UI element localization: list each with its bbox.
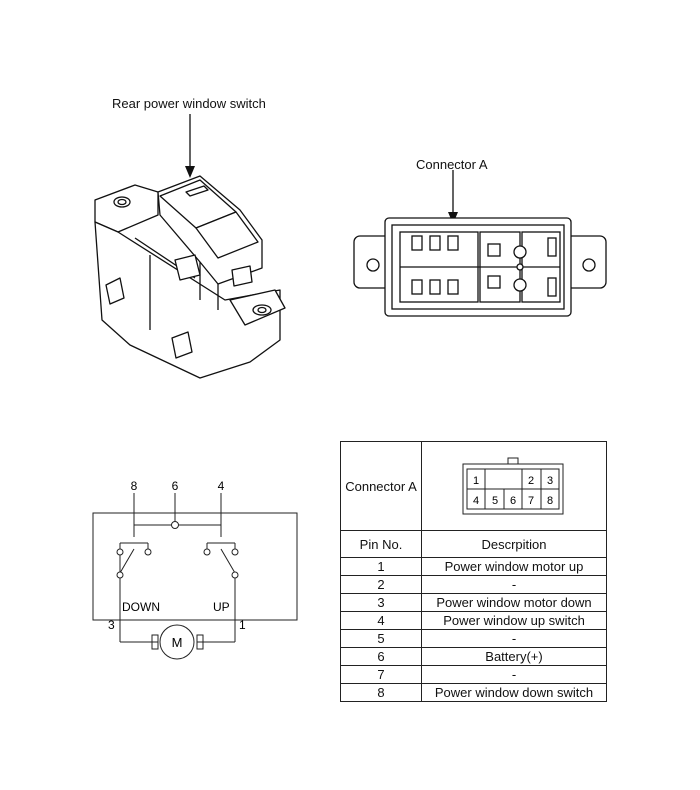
pin-table: Connector A 1 2 3 4 5 6 7 8 Pi — [340, 441, 607, 702]
pin-cell: 6 — [340, 647, 422, 666]
desc-cell: Power window down switch — [421, 683, 607, 702]
pin-8-label: 8 — [131, 479, 138, 493]
table-row: 3 Power window motor down — [340, 593, 607, 612]
desc-cell: - — [421, 665, 607, 684]
table-row: 6 Battery(+) — [340, 647, 607, 666]
table-row: 1 Power window motor up — [340, 557, 607, 576]
up-label: UP — [213, 600, 230, 614]
connector-label: Connector A — [416, 157, 488, 172]
conn-pin-6: 6 — [510, 495, 516, 507]
connector-face: 1 2 3 4 5 6 7 8 — [421, 441, 607, 531]
conn-pin-2: 2 — [528, 475, 534, 487]
pin-cell: 3 — [340, 593, 422, 612]
table-row: 7 - — [340, 665, 607, 684]
pin-cell: 7 — [340, 665, 422, 684]
conn-pin-8: 8 — [547, 495, 553, 507]
table-connector-label: Connector A — [340, 441, 422, 531]
desc-cell: Battery(+) — [421, 647, 607, 666]
desc-cell: - — [421, 629, 607, 648]
conn-pin-3: 3 — [547, 475, 553, 487]
pin-cell: 2 — [340, 575, 422, 594]
table-row: 5 - — [340, 629, 607, 648]
pin-cell: 8 — [340, 683, 422, 702]
table-row: 2 - — [340, 575, 607, 594]
conn-pin-4: 4 — [473, 495, 479, 507]
motor-label: M — [172, 635, 183, 650]
down-label: DOWN — [122, 600, 160, 614]
conn-pin-5: 5 — [492, 495, 498, 507]
pin-3-label: 3 — [108, 618, 115, 632]
pin-cell: 5 — [340, 629, 422, 648]
pin-1-label: 1 — [239, 618, 246, 632]
pin-6-label: 6 — [172, 479, 179, 493]
conn-pin-7: 7 — [528, 495, 534, 507]
connector-pin-diagram: 1 2 3 4 5 6 7 8 — [462, 457, 564, 515]
switch-illustration — [94, 114, 607, 379]
pin-cell: 4 — [340, 611, 422, 630]
switch-schematic: 8 6 4 DOWN UP 3 1 M — [92, 479, 298, 660]
table-row: 4 Power window up switch — [340, 611, 607, 630]
col-pin-header: Pin No. — [340, 530, 422, 558]
desc-cell: - — [421, 575, 607, 594]
table-row: 8 Power window down switch — [340, 683, 607, 702]
desc-cell: Power window up switch — [421, 611, 607, 630]
pin-cell: 1 — [340, 557, 422, 576]
pin-4-label: 4 — [218, 479, 225, 493]
col-desc-header: Descrpition — [421, 530, 607, 558]
desc-cell: Power window motor down — [421, 593, 607, 612]
desc-cell: Power window motor up — [421, 557, 607, 576]
conn-pin-1: 1 — [473, 475, 479, 487]
switch-label: Rear power window switch — [112, 96, 266, 111]
